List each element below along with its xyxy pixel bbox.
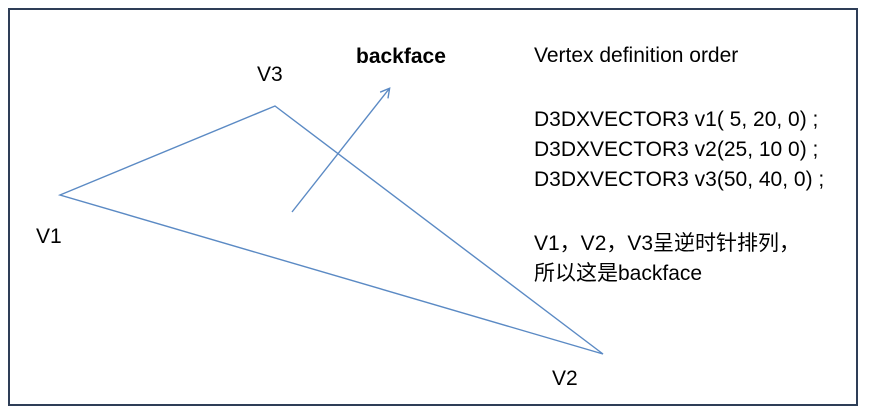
notes-panel: Vertex definition order D3DXVECTOR3 v1( … (534, 41, 824, 289)
triangle (57, 105, 604, 355)
diagram-frame (8, 8, 858, 406)
vertex-label-v2: V2 (552, 367, 578, 390)
explanation-line-2: 所以这是backface (534, 262, 703, 285)
code-line-v2: D3DXVECTOR3 v2(25, 10 0) ; (534, 138, 819, 161)
explanation-line-1: V1，V2，V3呈逆时针排列， (534, 232, 801, 255)
code-line-v3: D3DXVECTOR3 v3(50, 40, 0) ; (534, 168, 825, 191)
vertex-label-v1: V1 (36, 225, 62, 248)
vertex-label-v3: V3 (257, 63, 283, 86)
normal-arrow (291, 87, 391, 213)
diagram-title: backface (356, 45, 446, 68)
code-line-v1: D3DXVECTOR3 v1( 5, 20, 0) ; (534, 108, 819, 131)
notes-heading: Vertex definition order (534, 44, 739, 67)
